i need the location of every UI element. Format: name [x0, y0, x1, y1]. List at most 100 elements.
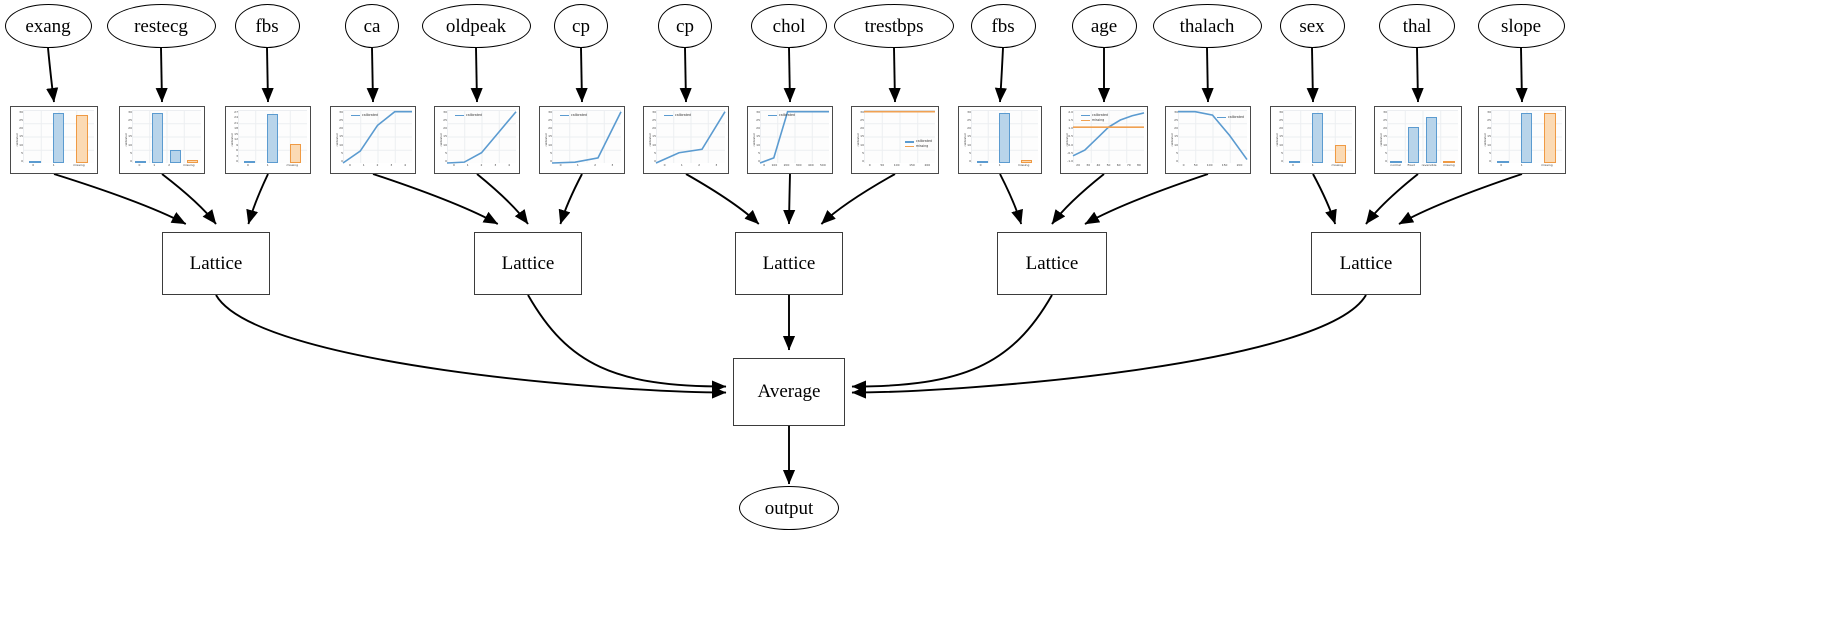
- x-tick: 2: [698, 163, 701, 167]
- y-tick: 20: [967, 126, 971, 131]
- y-tick: 5: [21, 150, 23, 155]
- y-tick: 10: [339, 142, 343, 147]
- feature-node-ca[interactable]: ca: [345, 4, 399, 48]
- y-tick: 27: [234, 110, 238, 114]
- y-tick: 15: [1279, 134, 1283, 139]
- x-tick: 50: [1106, 163, 1111, 167]
- plot-legend: calibrated: [560, 113, 587, 118]
- y-tick: 5: [1176, 150, 1178, 155]
- lattice-node-1[interactable]: Lattice: [162, 232, 270, 295]
- feature-node-exang[interactable]: exang: [4, 4, 92, 48]
- feature-node-oldpeak[interactable]: oldpeak: [421, 4, 531, 48]
- bar: [1544, 113, 1556, 163]
- feature-node-age[interactable]: age: [1071, 4, 1137, 48]
- x-tick: missing: [1541, 163, 1553, 167]
- feature-node-fbs-1[interactable]: fbs: [234, 4, 300, 48]
- x-tick: 30: [1086, 163, 1091, 167]
- legend-row: calibrated: [560, 113, 587, 118]
- lattice-node-label: Lattice: [1025, 252, 1079, 274]
- y-tick: 0.0: [1068, 142, 1073, 147]
- plot-axes: [1387, 110, 1458, 163]
- y-tick: 5: [758, 150, 760, 155]
- legend-row: calibrated: [1081, 113, 1108, 118]
- feature-node-thal[interactable]: thal: [1379, 4, 1455, 48]
- x-tick: 200: [783, 163, 790, 167]
- bar: [76, 114, 88, 163]
- legend-row: calibrated: [351, 113, 378, 118]
- y-tick: 0: [445, 158, 447, 163]
- y-tick: 5: [654, 150, 656, 155]
- edge-plot-to-lattice: [783, 173, 796, 225]
- output-node[interactable]: output: [739, 486, 839, 530]
- output-node-label: output: [764, 497, 814, 519]
- x-tick: 2: [480, 163, 483, 167]
- y-tick: 5: [1281, 150, 1283, 155]
- feature-node-slope[interactable]: slope: [1477, 4, 1565, 48]
- x-tick: 40: [1096, 163, 1101, 167]
- line-series: [552, 110, 621, 163]
- lattice-node-2[interactable]: Lattice: [474, 232, 582, 295]
- feature-node-cp-2[interactable]: cp: [658, 4, 712, 48]
- x-tick: 1: [153, 163, 156, 167]
- y-tick: 30: [548, 110, 552, 114]
- average-node[interactable]: Average: [733, 358, 845, 426]
- y-tick: 5: [445, 150, 447, 155]
- legend-swatch: [1081, 114, 1090, 117]
- y-tick: 20: [1383, 126, 1387, 131]
- lattice-node-label: Lattice: [1339, 252, 1393, 274]
- feature-node-sex[interactable]: sex: [1279, 4, 1345, 48]
- y-tick: 0: [1489, 158, 1491, 163]
- edge-plot-to-lattice: [1398, 173, 1523, 225]
- feature-node-trestbps[interactable]: trestbps: [834, 4, 954, 48]
- average-node-label: Average: [757, 381, 821, 402]
- feature-node-thalach[interactable]: thalach: [1152, 4, 1262, 48]
- legend-label: calibrated: [571, 113, 587, 117]
- y-tick: 25: [652, 118, 656, 123]
- edge-feature-to-plot: [783, 47, 796, 103]
- lattice-node-4[interactable]: Lattice: [997, 232, 1107, 295]
- y-tick: 15: [967, 134, 971, 139]
- line-series: [656, 110, 725, 163]
- bar-series: [132, 110, 201, 163]
- feature-node-label: trestbps: [864, 15, 924, 37]
- lattice-node-3[interactable]: Lattice: [735, 232, 843, 295]
- y-tick: 10: [128, 142, 132, 147]
- x-tick: 150: [1221, 163, 1228, 167]
- feature-node-label: cp: [676, 15, 694, 37]
- bar-series: [1283, 110, 1352, 163]
- legend-row: calibrated: [455, 113, 482, 118]
- legend-label: calibrated: [779, 113, 795, 117]
- y-tick: 12: [234, 137, 238, 142]
- feature-node-chol[interactable]: chol: [751, 4, 827, 48]
- feature-node-restecg[interactable]: restecg: [106, 4, 216, 48]
- y-tick: 15: [1383, 134, 1387, 139]
- lattice-node-5[interactable]: Lattice: [1311, 232, 1421, 295]
- feature-node-cp-1[interactable]: cp: [554, 4, 608, 48]
- edge-feature-to-plot: [470, 47, 483, 103]
- edge-lattice-to-average: [851, 294, 1053, 393]
- y-tick: 30: [1487, 110, 1491, 114]
- feature-node-fbs-2[interactable]: fbs: [970, 4, 1036, 48]
- line-series: [447, 110, 516, 163]
- bar: [243, 161, 256, 163]
- y-tick: 0: [758, 158, 760, 163]
- x-tick: 50: [880, 163, 885, 167]
- x-tick: 1: [362, 163, 365, 167]
- x-tick: 400: [807, 163, 814, 167]
- y-tick: 20: [1174, 126, 1178, 131]
- bar: [1334, 144, 1347, 163]
- bar: [1311, 113, 1324, 163]
- edge-feature-to-plot: [46, 47, 59, 103]
